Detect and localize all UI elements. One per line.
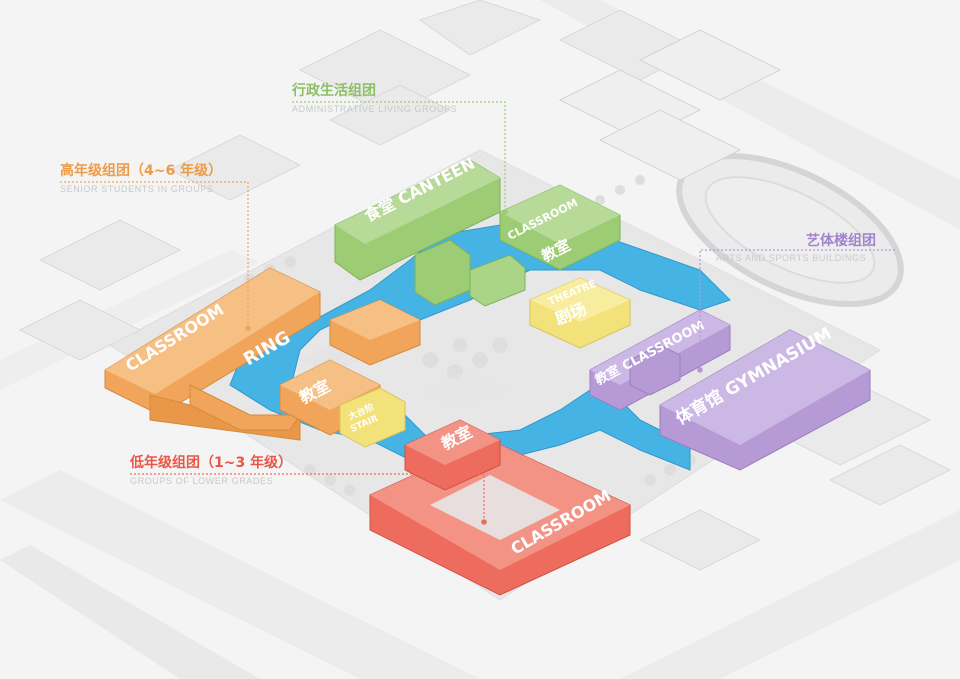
road-west [0,250,260,390]
senior-leader [60,181,249,326]
admin-group-title: 行政生活组团 [292,83,376,99]
senior-group-subtitle: SENIOR STUDENTS IN GROUPS [60,184,214,194]
lower-group-subtitle: GROUPS OF LOWER GRADES [130,476,274,486]
admin-group-buildings [334,159,621,307]
lower-group-buildings [369,419,631,596]
arts-group-buildings [589,309,871,471]
senior-group-buildings [104,267,421,441]
leader-dots [245,209,703,525]
theatre-and-stair [339,277,631,448]
stair-block [339,387,406,448]
context-buildings [18,0,952,571]
lower-leader [130,473,485,520]
arts-leader [699,249,895,368]
road-southeast [620,510,960,679]
admin-leader [292,101,506,210]
arts-group-title: 艺体楼组团 [806,233,876,249]
admin-group-subtitle: ADMINISTRATIVE LIVING GROUPS [292,104,458,114]
arts-group-subtitle: ARTS AND SPORTS BUILDINGS [716,253,867,263]
road-southwest [0,470,480,679]
lower-group-title: 低年级组团（1~3 年级） [130,455,293,471]
leader-lines [60,101,895,520]
sports-courts [558,29,782,181]
senior-group-title: 高年级组团（4~6 年级） [60,163,223,179]
